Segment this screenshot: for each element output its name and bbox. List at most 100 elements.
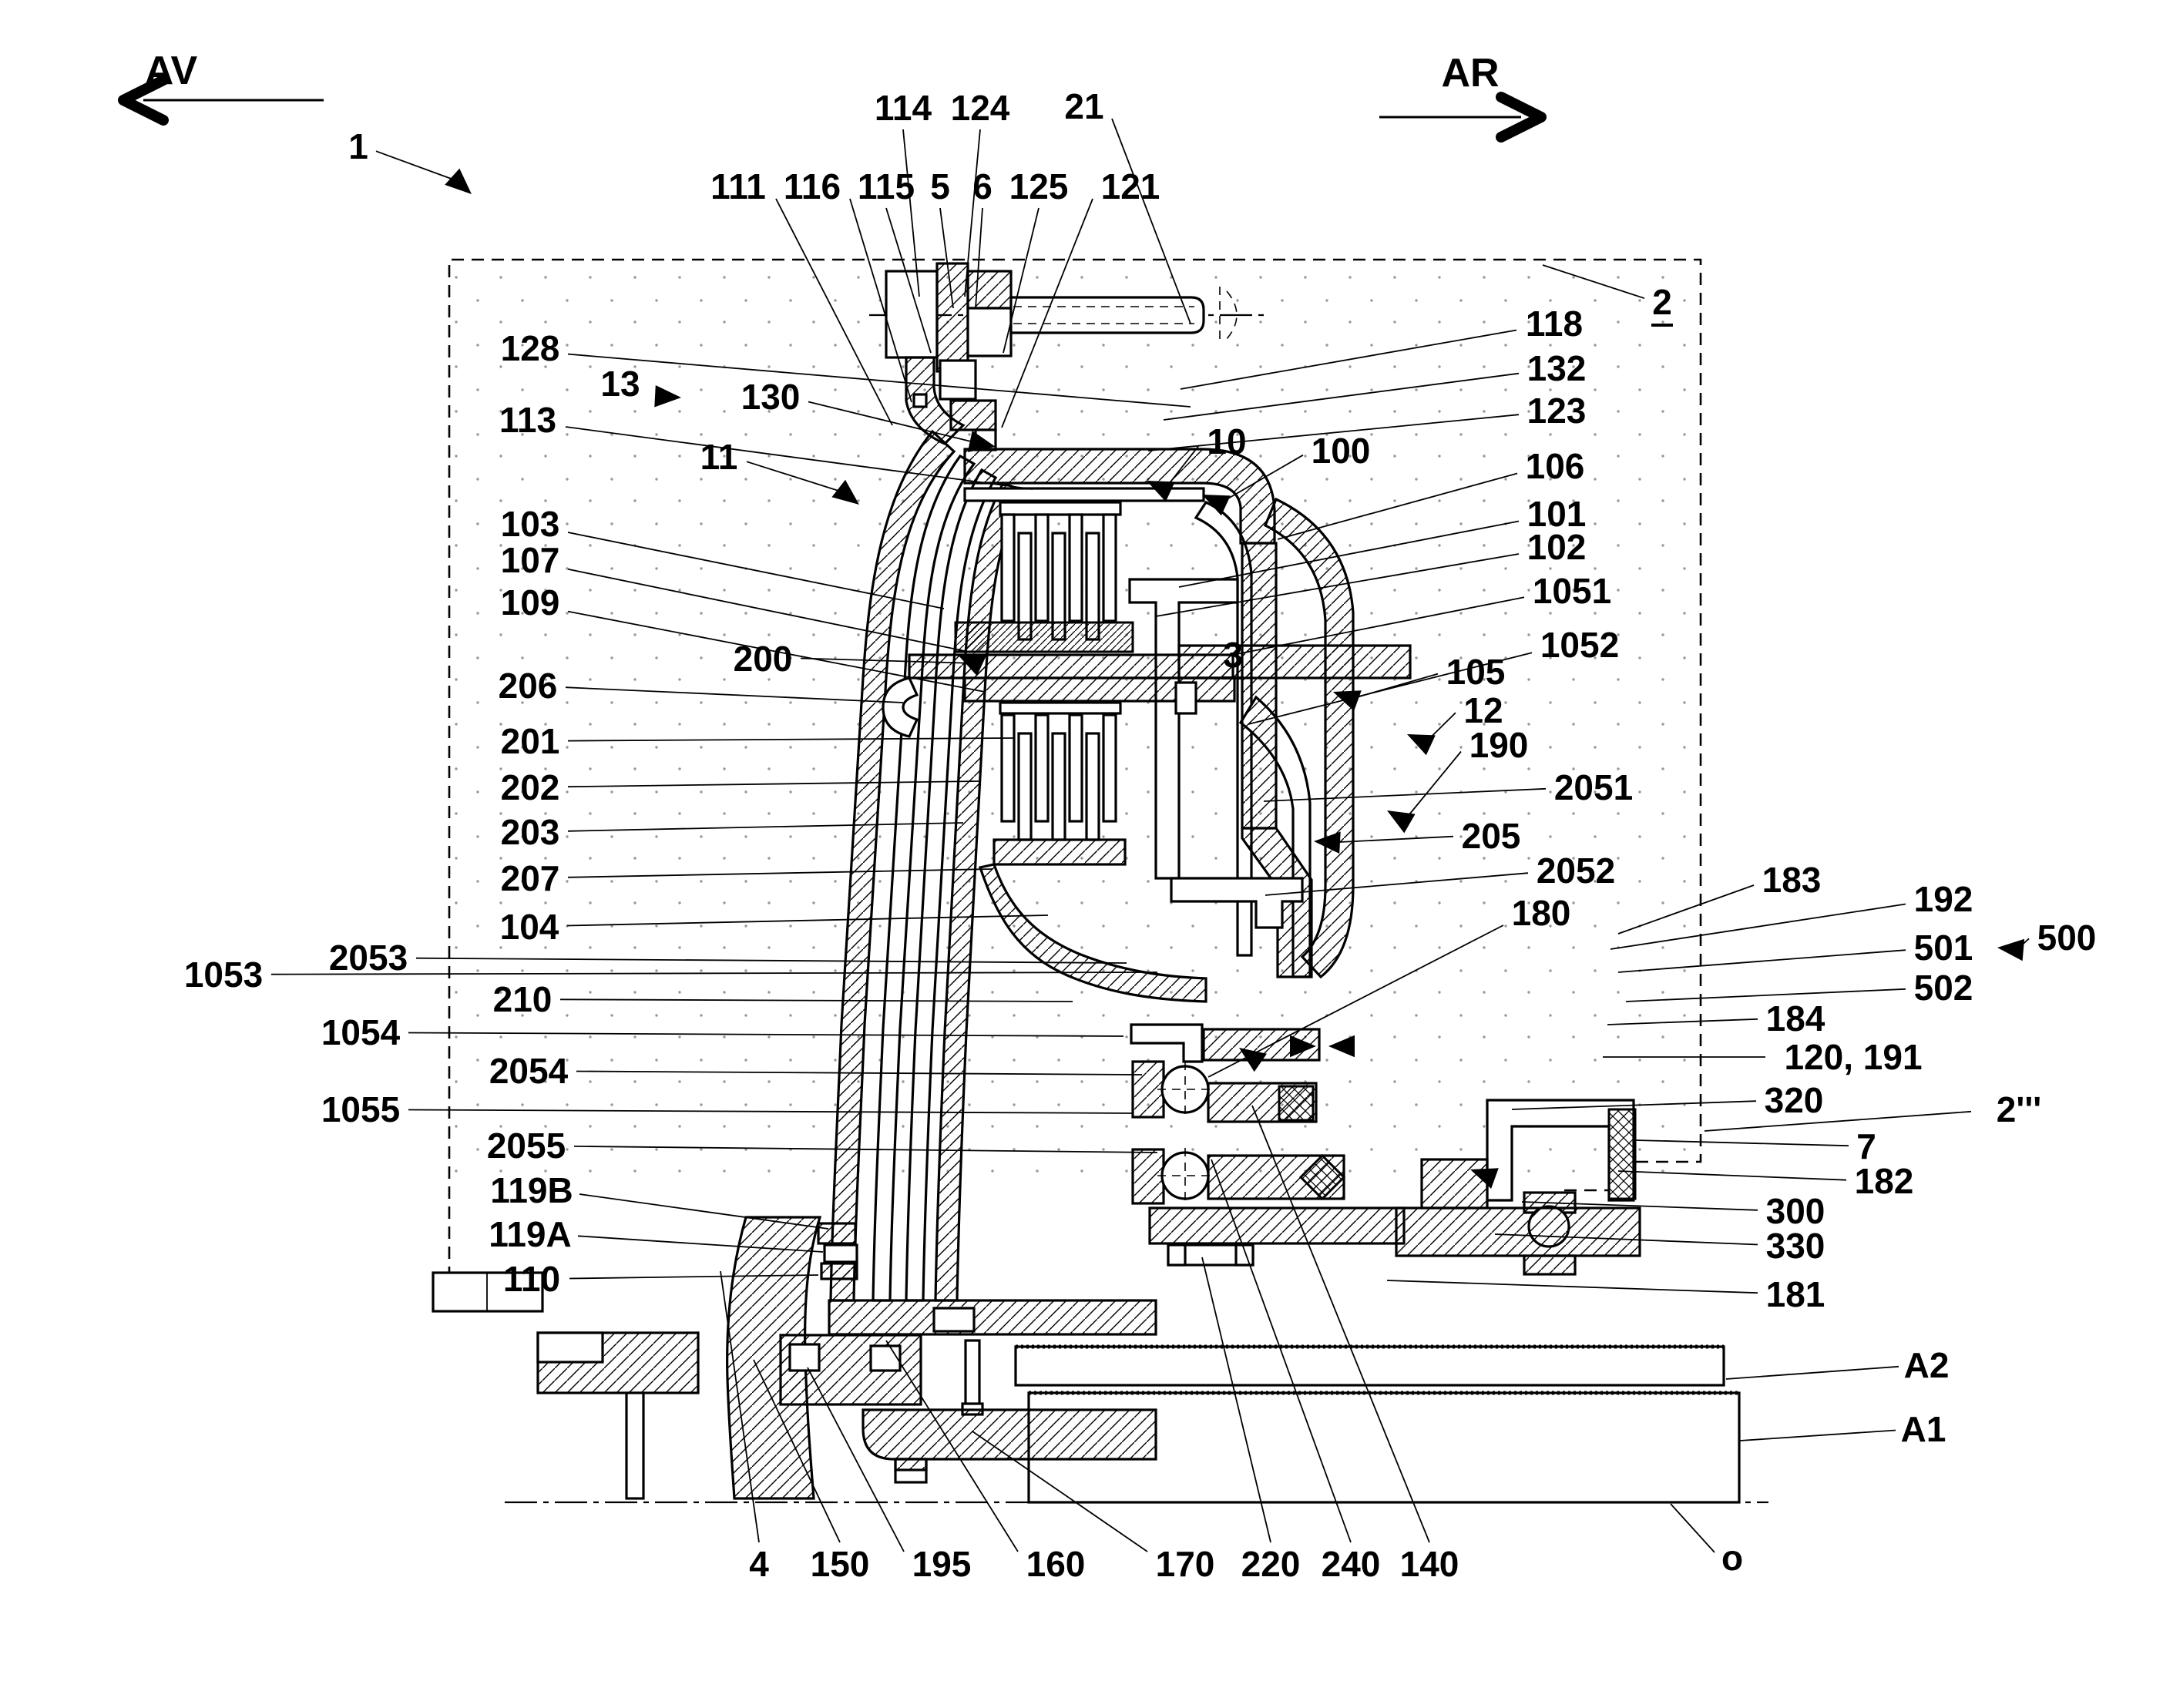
hub-slab [1148,1206,1406,1245]
bottom-flange [862,1408,1157,1461]
inner-curved-band [1194,500,1253,957]
clutch-pack-2 [963,676,1236,1003]
ref-label-2: 2 [1652,282,1672,322]
ref-label-502: 502 [1914,968,1973,1008]
hub-assembly [432,1216,1157,1500]
leader-line-4 [720,1270,760,1543]
bolt-end-arc [1226,290,1238,340]
leader-arrowhead-icon [1407,734,1436,756]
ref-label-1051: 1051 [1533,571,1611,611]
ref-label-101: 101 [1527,494,1587,534]
ref-label-111: 111 [710,166,766,206]
ref-label-183: 183 [1762,860,1822,900]
ref-label-180: 180 [1512,893,1571,933]
shaft-neck [905,356,966,445]
leader-line-192 [1610,903,1906,950]
leader-arrowhead-icon [1314,831,1341,854]
leader-arrowhead-icon [445,168,472,194]
outer-wall-lower [1241,827,1313,978]
leader-line-240 [1211,1159,1352,1543]
seal-ring-upper [817,1222,857,1245]
bearing-flange [1130,1023,1204,1063]
clutch-plate [1068,713,1083,823]
leader-arrowhead-icon [958,655,986,676]
clutch-plate [1051,732,1066,841]
direction-arrow-ar: AR [1379,51,1547,143]
leader-line-195 [807,1367,905,1552]
leader-line-109 [567,610,986,693]
spline-x-ring [1278,1085,1315,1122]
leader-line-124 [964,129,981,297]
ref-label-1: 1 [348,126,368,166]
synchro-hook [882,676,919,738]
leader-line-21 [1111,118,1191,324]
leader-line-102 [1155,553,1520,617]
pointer-arrowhead-icon [1239,1048,1267,1072]
leader-line-7 [1634,1139,1849,1147]
ref-label-2054: 2054 [489,1051,569,1091]
ref-label-1055: 1055 [321,1089,400,1129]
spline-bar [999,501,1122,516]
hub-pocket [869,1344,902,1372]
leader-line-201 [567,737,1014,742]
spline-pocket [932,1307,976,1333]
ref-label-115: 115 [858,166,915,206]
ref-label-100: 100 [1312,431,1371,471]
bolt-shank [1009,296,1205,334]
ref-label-124: 124 [951,88,1010,128]
leader-line-1054 [408,1032,1124,1037]
leader-line-2''' [1704,1110,1972,1132]
ref-label-207: 207 [501,858,560,898]
clutch-plate [1017,732,1033,841]
leader-arrowhead-icon [831,479,859,505]
leader-line-103 [567,532,945,609]
ref-label-21: 21 [1064,86,1103,126]
ref-label-160: 160 [1026,1544,1086,1584]
flange-pocket [536,1331,604,1364]
leader-line-5 [939,207,954,309]
leader-line-A1 [1739,1429,1896,1441]
spline-ring [939,359,977,401]
ref-label-320: 320 [1765,1080,1824,1120]
ref-label-128: 128 [501,328,560,368]
leader-line-118 [1180,329,1517,390]
leader-line-1 [375,150,457,182]
ref-label-120, 191: 120, 191 [1784,1037,1922,1077]
ref-label-2055: 2055 [487,1126,566,1166]
clutch-plate [1034,713,1050,823]
ref-label-103: 103 [501,504,560,544]
leader-line-1051 [1232,596,1525,656]
neck-groove [912,393,928,408]
leader-line-183 [1617,884,1755,935]
ref-label-4: 4 [749,1544,769,1584]
nut-section [966,270,1013,310]
leader-line-107 [567,568,966,652]
ref-label-10: 10 [1207,421,1246,461]
right-housing [1128,497,1412,979]
leader-line-160 [885,1340,1019,1552]
ref-label-2''': 2''' [1997,1089,2041,1129]
leader-line-116 [849,198,912,403]
ref-label-102: 102 [1527,527,1587,567]
leader-line-1053 [270,971,1158,975]
ref-label-202: 202 [501,767,560,807]
leader-line-105 [1352,673,1439,700]
leader-line-115 [885,207,932,354]
leader-line-502 [1625,988,1906,1002]
ref-label-123: 123 [1527,391,1587,431]
pack-bottom-band [992,838,1127,866]
ref-label-184: 184 [1766,998,1825,1039]
ref-label-1052: 1052 [1540,625,1619,665]
ref-label-7: 7 [1856,1126,1876,1166]
end-plate [432,1271,544,1313]
ref-label-107: 107 [501,540,560,580]
clutch-plate [1085,732,1100,841]
spacer-end [1234,1243,1254,1267]
separator-plate [954,621,1134,653]
leader-line-11 [746,461,844,493]
spline-bar [999,701,1122,715]
ref-label-105: 105 [1446,652,1506,692]
output-slab [1395,1206,1641,1257]
